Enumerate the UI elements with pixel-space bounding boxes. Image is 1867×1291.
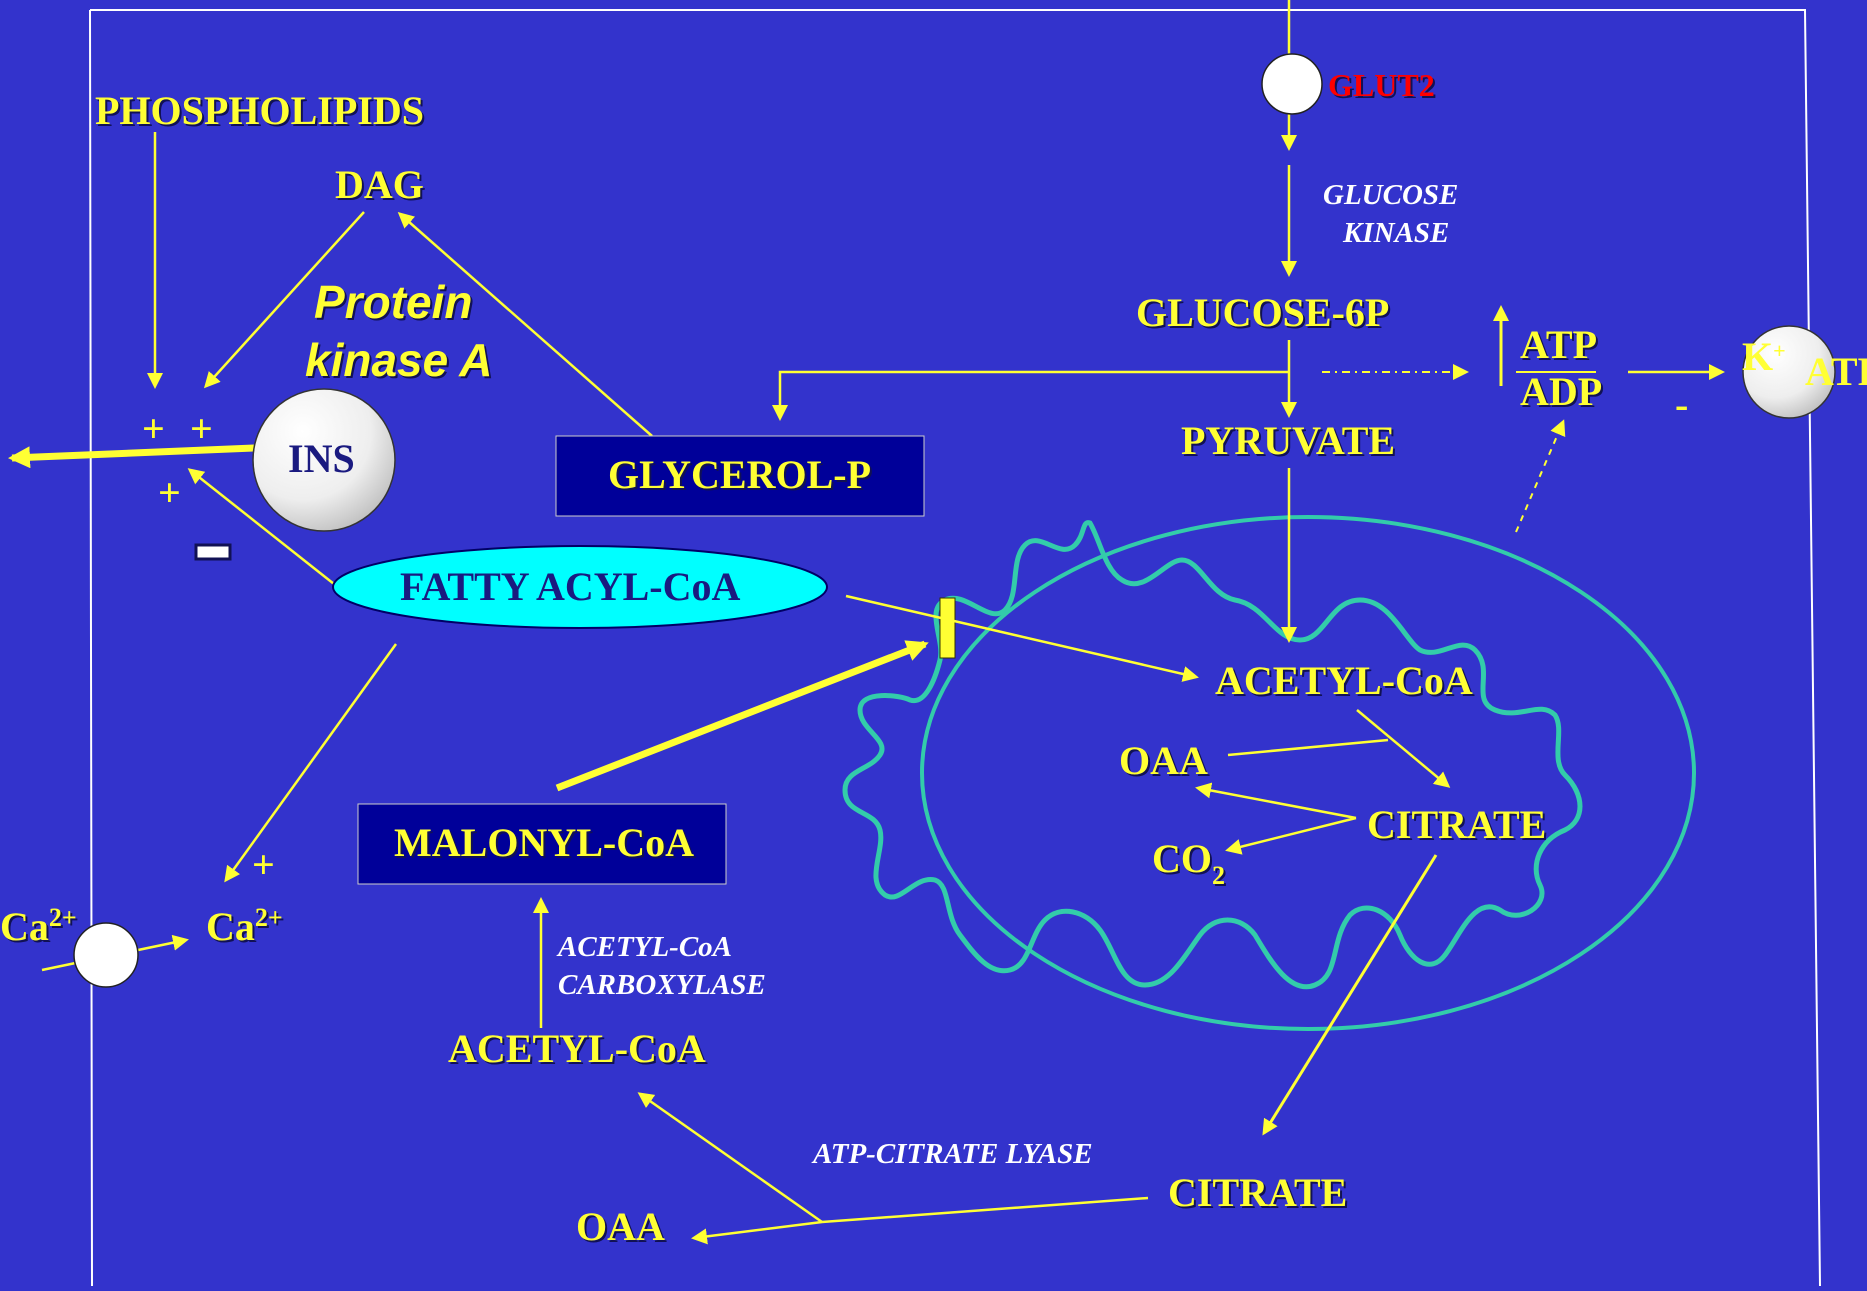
- protein-kinase-label-line1: Protein: [314, 276, 472, 328]
- mitochondrion-inner-membrane: [842, 520, 1583, 990]
- acetyl-coa-mito-label: ACETYL-CoA: [1215, 658, 1473, 703]
- ca-inside-label: Ca2+: [206, 903, 283, 949]
- fatty-acyl-coa-label: FATTY ACYL-CoA: [400, 564, 740, 609]
- arrow-lyase-oaa: [691, 1220, 823, 1245]
- adp-label: ADP: [1520, 369, 1602, 414]
- katp-channel: [1742, 325, 1836, 419]
- arrow-glucose6p-glycerolp: [772, 370, 1289, 421]
- glucose-6p-label: GLUCOSE-6P: [1136, 290, 1389, 335]
- plus-sign-3: +: [158, 470, 181, 515]
- plus-sign-1: +: [142, 406, 165, 451]
- citrate-cytosol-label: CITRATE: [1168, 1170, 1347, 1215]
- atp-label: ATP: [1520, 322, 1597, 367]
- glucose-kinase-enzyme-line1: GLUCOSE: [1323, 179, 1458, 211]
- plus-sign-ca: +: [252, 842, 275, 887]
- malonyl-coa-box: [357, 803, 727, 885]
- k-atp-subscript: ATP: [1805, 349, 1867, 394]
- inhibition-bar: [939, 597, 956, 659]
- ca-outside-label: Ca2+: [0, 903, 77, 949]
- arrow-insulin-secretion: [8, 444, 255, 469]
- arrow-dag-pk: [203, 211, 365, 389]
- arrow-mito-atp: [1515, 419, 1566, 533]
- arrow-citrate-co2: [1225, 816, 1357, 855]
- minus-sign-katp: -: [1675, 382, 1688, 427]
- pyruvate-label: PYRUVATE: [1181, 418, 1395, 463]
- malonyl-coa-label: MALONYL-CoA: [394, 820, 694, 865]
- k-plus-label: K+: [1742, 334, 1786, 379]
- fatty-acyl-coa-ellipse: [332, 545, 828, 629]
- citrate-mito-label: CITRATE: [1367, 802, 1546, 847]
- arrow-fattyacyl-calcium: [224, 643, 398, 883]
- co2-label: CO2: [1152, 836, 1225, 890]
- protein-kinase-label-line2: kinase A: [305, 334, 493, 386]
- glycerol-p-box: [555, 435, 925, 517]
- insulin-granule: [252, 388, 396, 532]
- arrow-citrate-oaa: [1195, 782, 1357, 820]
- acetyl-carboxylase-enzyme-line1: ACETYL-CoA: [556, 931, 732, 963]
- arrow-citrate-export: [1262, 854, 1438, 1136]
- glucose-kinase-enzyme-line2: KINASE: [1342, 217, 1449, 249]
- line-citrate-lyase: [821, 1196, 1149, 1224]
- plus-sign-2: +: [190, 406, 213, 451]
- acetyl-carboxylase-enzyme-line2: CARBOXYLASE: [558, 969, 766, 1001]
- arrow-acetylcoa-citrate: [1356, 709, 1451, 788]
- arrow-lyase-acetylcoa: [637, 1092, 823, 1224]
- acetyl-coa-cytosol-label: ACETYL-CoA: [448, 1026, 706, 1071]
- glycerol-p-label: GLYCEROL-P: [608, 452, 871, 497]
- oaa-mito-label: OAA: [1119, 738, 1208, 783]
- mitochondrion-outer-membrane: [920, 515, 1696, 1031]
- ins-label: INS: [288, 436, 355, 481]
- arrow-fattyacyl-secretion: [187, 468, 335, 585]
- atp-citrate-lyase-enzyme: ATP-CITRATE LYASE: [811, 1138, 1093, 1170]
- arrow-malonyl-inhibition: [555, 640, 929, 792]
- arrow-fattyacyl-acetylcoa: [845, 594, 1199, 682]
- minus-sign-ins: [194, 543, 232, 561]
- oaa-cytosol-label: OAA: [576, 1204, 665, 1249]
- dag-label: DAG: [335, 162, 424, 207]
- glut2-label: GLUT2: [1328, 67, 1435, 103]
- calcium-channel: [73, 922, 139, 988]
- phospholipids-label: PHOSPHOLIPIDS: [95, 88, 424, 133]
- arrow-glycerolp-dag: [397, 212, 653, 437]
- cell-membrane: [89, 9, 1821, 1287]
- glut2-transporter: [1261, 53, 1323, 115]
- line-oaa-acetylcoa: [1227, 738, 1389, 757]
